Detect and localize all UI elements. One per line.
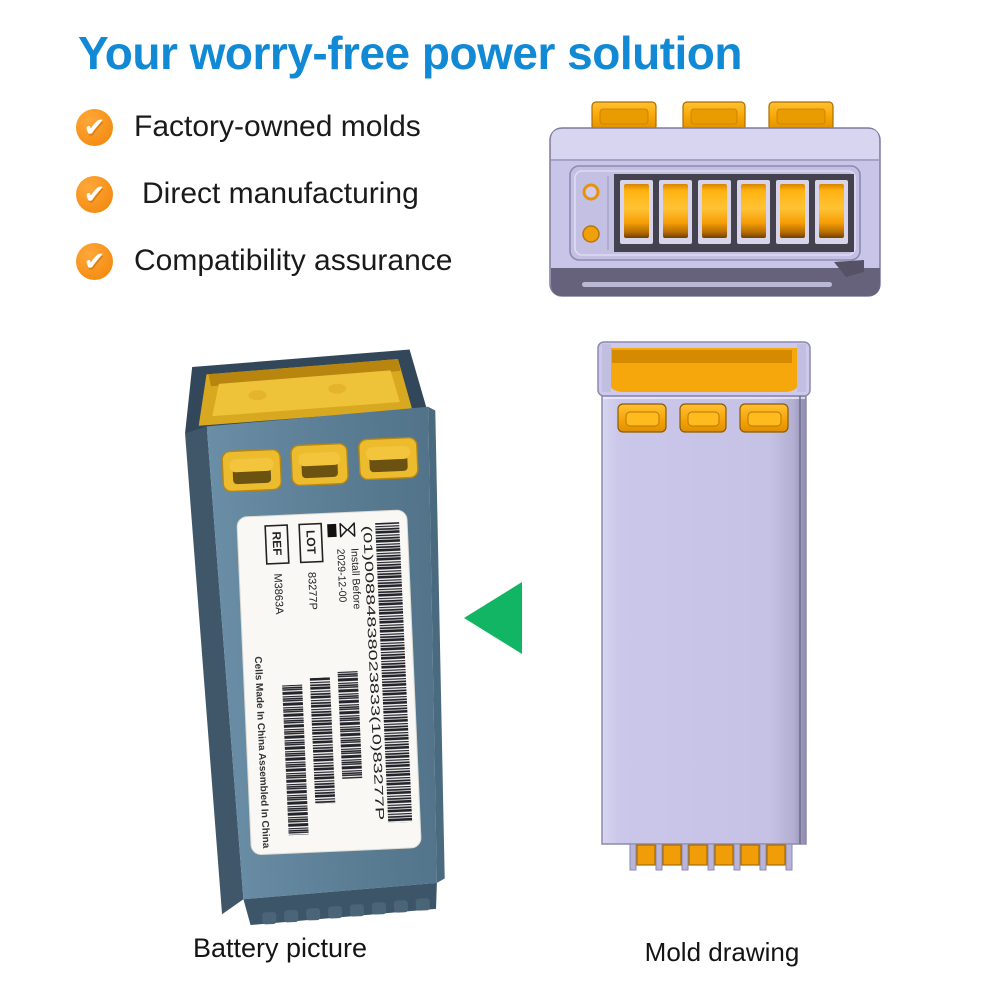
mold-front-tabs [617, 403, 789, 433]
battery-caption: Battery picture [192, 933, 368, 963]
install-before-text: Install Before [348, 548, 363, 610]
feature-label: Direct manufacturing [142, 177, 419, 210]
lot-label: LOT [303, 530, 318, 555]
mold-front-view-drawing [597, 341, 811, 871]
page-title: Your worry-free power solution [78, 27, 743, 79]
battery-side-face [185, 426, 244, 915]
mold-caption: Mold drawing [644, 937, 800, 967]
serial-barcode [337, 670, 363, 779]
feature-label: Factory-owned molds [134, 110, 421, 143]
gtin-barcode [375, 522, 413, 823]
lot-value: 83277P [305, 572, 319, 610]
mold-top-tabs [591, 101, 834, 131]
check-icon [76, 175, 113, 213]
serial-barcode [309, 677, 336, 805]
battery-contact-clips [221, 436, 419, 493]
lot-box [298, 522, 324, 564]
ref-box [264, 524, 290, 565]
check-icon [76, 108, 113, 146]
serial-barcode [282, 684, 309, 836]
feature-item: Direct manufacturing [76, 175, 452, 213]
check-icon [76, 242, 113, 280]
hourglass-icon [327, 522, 356, 538]
battery-photo: (01)00884838023833(10)83277P Install Bef… [185, 349, 445, 925]
mold-bottom-pins [629, 843, 793, 871]
arrow-left-icon [464, 582, 522, 654]
ref-label: REF [269, 531, 284, 556]
mold-pilot-hole-icon [582, 183, 600, 201]
feature-item: Compatibility assurance [76, 242, 452, 280]
mold-pin-hole-icon [582, 225, 600, 243]
feature-label: Compatibility assurance [134, 244, 453, 277]
mold-top-cap [597, 341, 811, 397]
mold-contact-slots [614, 174, 854, 252]
feature-item: Factory-owned molds [76, 108, 452, 146]
mold-body [601, 395, 807, 845]
mold-top-view-drawing [549, 101, 881, 297]
feature-list: Factory-owned molds Direct manufacturing… [76, 108, 452, 309]
battery-label: (01)00884838023833(10)83277P Install Bef… [236, 509, 422, 855]
install-date-text: 2029-12-00 [334, 548, 348, 602]
ref-value: M3863A [271, 573, 285, 615]
